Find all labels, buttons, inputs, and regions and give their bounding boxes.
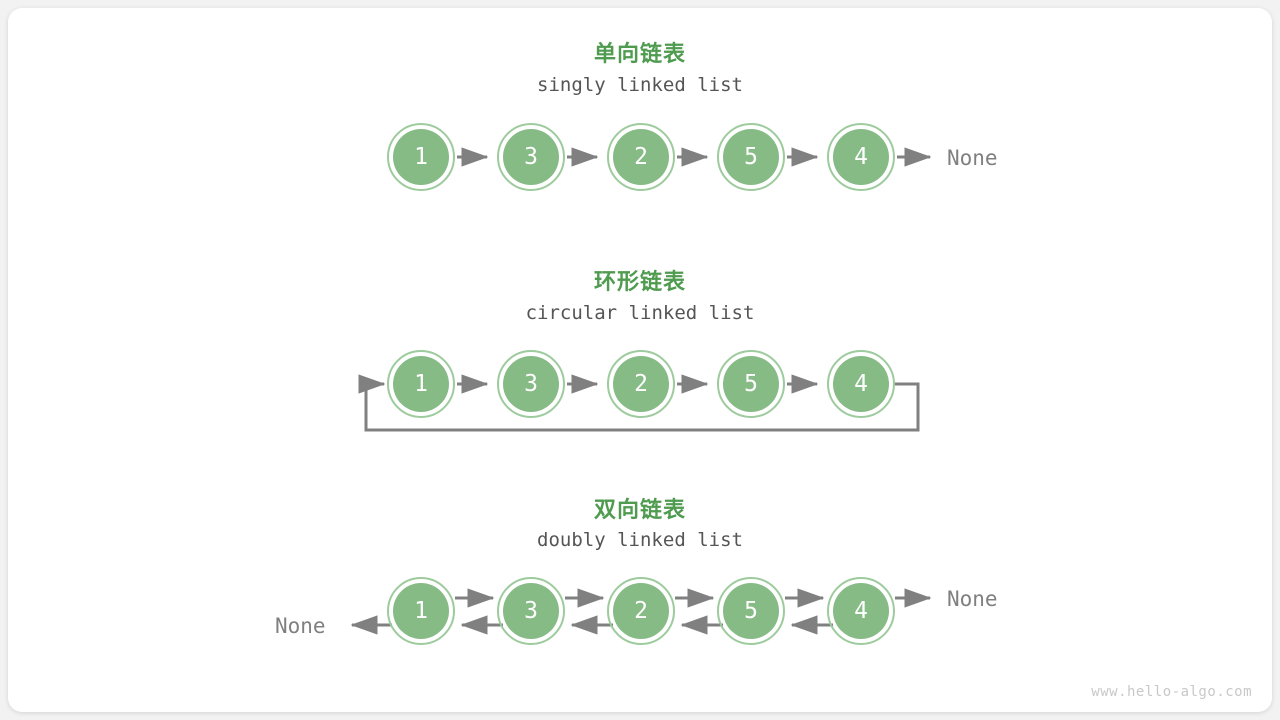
singly-tail-none-label: None	[947, 146, 998, 170]
list-node: 4	[827, 577, 895, 645]
circular-arrows	[358, 374, 920, 432]
circular-loopback-arrow	[358, 374, 920, 432]
list-node: 4	[827, 123, 895, 191]
circular-title-en: circular linked list	[525, 302, 755, 324]
node-value: 5	[744, 371, 758, 397]
list-node: 4	[827, 350, 895, 418]
doubly-head-none-label: None	[275, 614, 326, 638]
list-node: 2	[607, 577, 675, 645]
list-node: 5	[717, 577, 785, 645]
singly-nodes: 1 3 2 5 4	[387, 123, 895, 191]
node-value: 3	[524, 144, 538, 170]
list-node: 3	[497, 577, 565, 645]
list-node: 1	[387, 577, 455, 645]
node-value: 4	[854, 598, 868, 624]
list-node: 5	[717, 123, 785, 191]
node-value: 2	[634, 598, 648, 624]
singly-title-cn: 单向链表	[593, 42, 686, 67]
node-value: 3	[524, 371, 538, 397]
node-value: 1	[414, 598, 428, 624]
node-value: 2	[634, 371, 648, 397]
doubly-title-en: doubly linked list	[537, 529, 743, 551]
list-node: 3	[497, 350, 565, 418]
watermark: www.hello-algo.com	[1091, 684, 1252, 700]
node-value: 4	[854, 371, 868, 397]
node-value: 4	[854, 144, 868, 170]
singly-title-en: singly linked list	[537, 74, 743, 96]
list-node: 3	[497, 123, 565, 191]
node-value: 5	[744, 144, 758, 170]
doubly-title-cn: 双向链表	[593, 498, 686, 523]
node-value: 5	[744, 598, 758, 624]
node-value: 1	[414, 371, 428, 397]
node-value: 2	[634, 144, 648, 170]
doubly-tail-none-label: None	[947, 587, 998, 611]
circular-title-cn: 环形链表	[593, 270, 686, 295]
list-node: 2	[607, 123, 675, 191]
list-node: 5	[717, 350, 785, 418]
node-value: 3	[524, 598, 538, 624]
list-node: 1	[387, 350, 455, 418]
list-node: 1	[387, 123, 455, 191]
node-value: 1	[414, 144, 428, 170]
list-node: 2	[607, 350, 675, 418]
doubly-nodes: 1 3 2 5 4	[387, 577, 895, 645]
circular-nodes: 1 3 2 5 4	[387, 350, 895, 418]
